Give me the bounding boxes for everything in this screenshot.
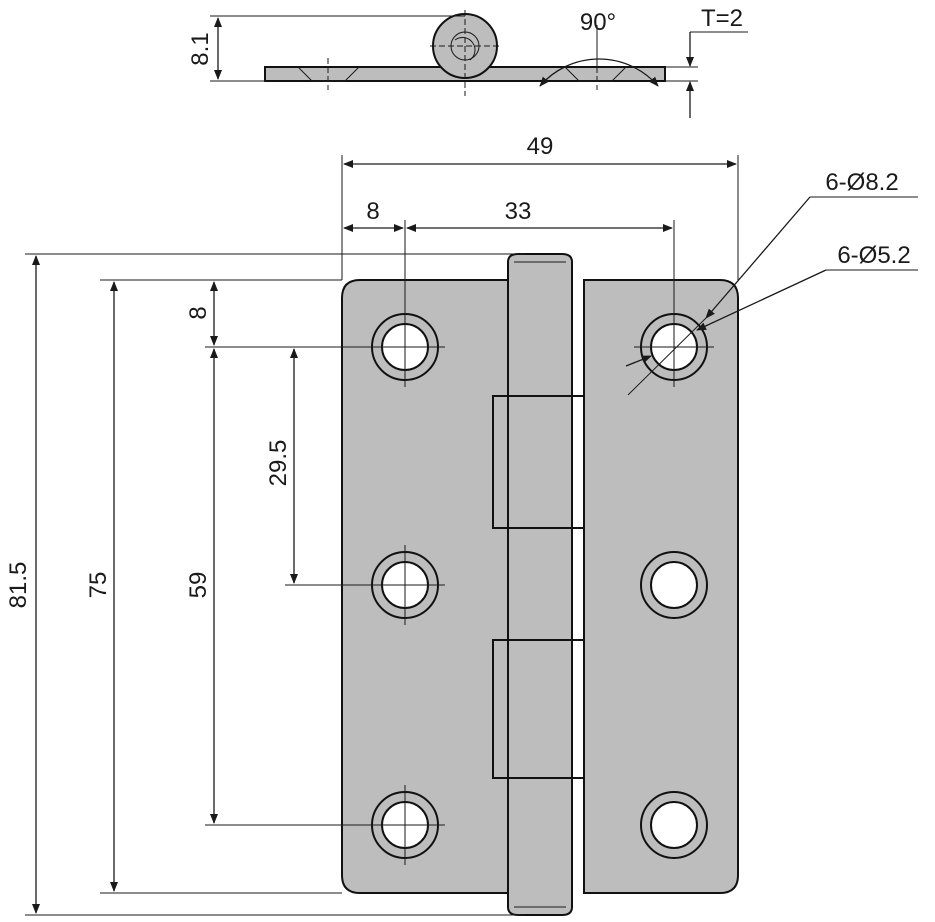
- small-hole-callout: 6-Ø5.2: [837, 242, 910, 269]
- half-pitch-label: 29.5: [265, 440, 292, 487]
- front-view: 49 8 33 6-Ø8.2 6-Ø5.2 8 29.5 59: [5, 133, 918, 916]
- hole: [365, 307, 445, 387]
- hole: [365, 785, 445, 865]
- top-view: 8.1 90° T=2: [187, 5, 748, 118]
- leaf-height-label: 75: [85, 572, 112, 599]
- hole: [634, 307, 714, 387]
- angle-arc: [539, 58, 659, 87]
- angle-label: 90°: [580, 9, 616, 36]
- height-dimension-label: 8.1: [187, 32, 214, 65]
- edge-to-hole-label: 8: [366, 198, 379, 225]
- thickness-label: T=2: [701, 5, 743, 32]
- knuckle-band: [507, 253, 573, 916]
- hole: [640, 791, 708, 859]
- hole-spacing-x-label: 33: [505, 198, 532, 225]
- large-hole-callout: 6-Ø8.2: [825, 169, 898, 196]
- overall-width-label: 49: [527, 133, 554, 160]
- hole: [365, 545, 445, 625]
- hole: [640, 551, 708, 619]
- hole-pitch-label: 59: [185, 572, 212, 599]
- overall-height-label: 81.5: [5, 562, 32, 609]
- top-to-hole-label: 8: [185, 306, 212, 319]
